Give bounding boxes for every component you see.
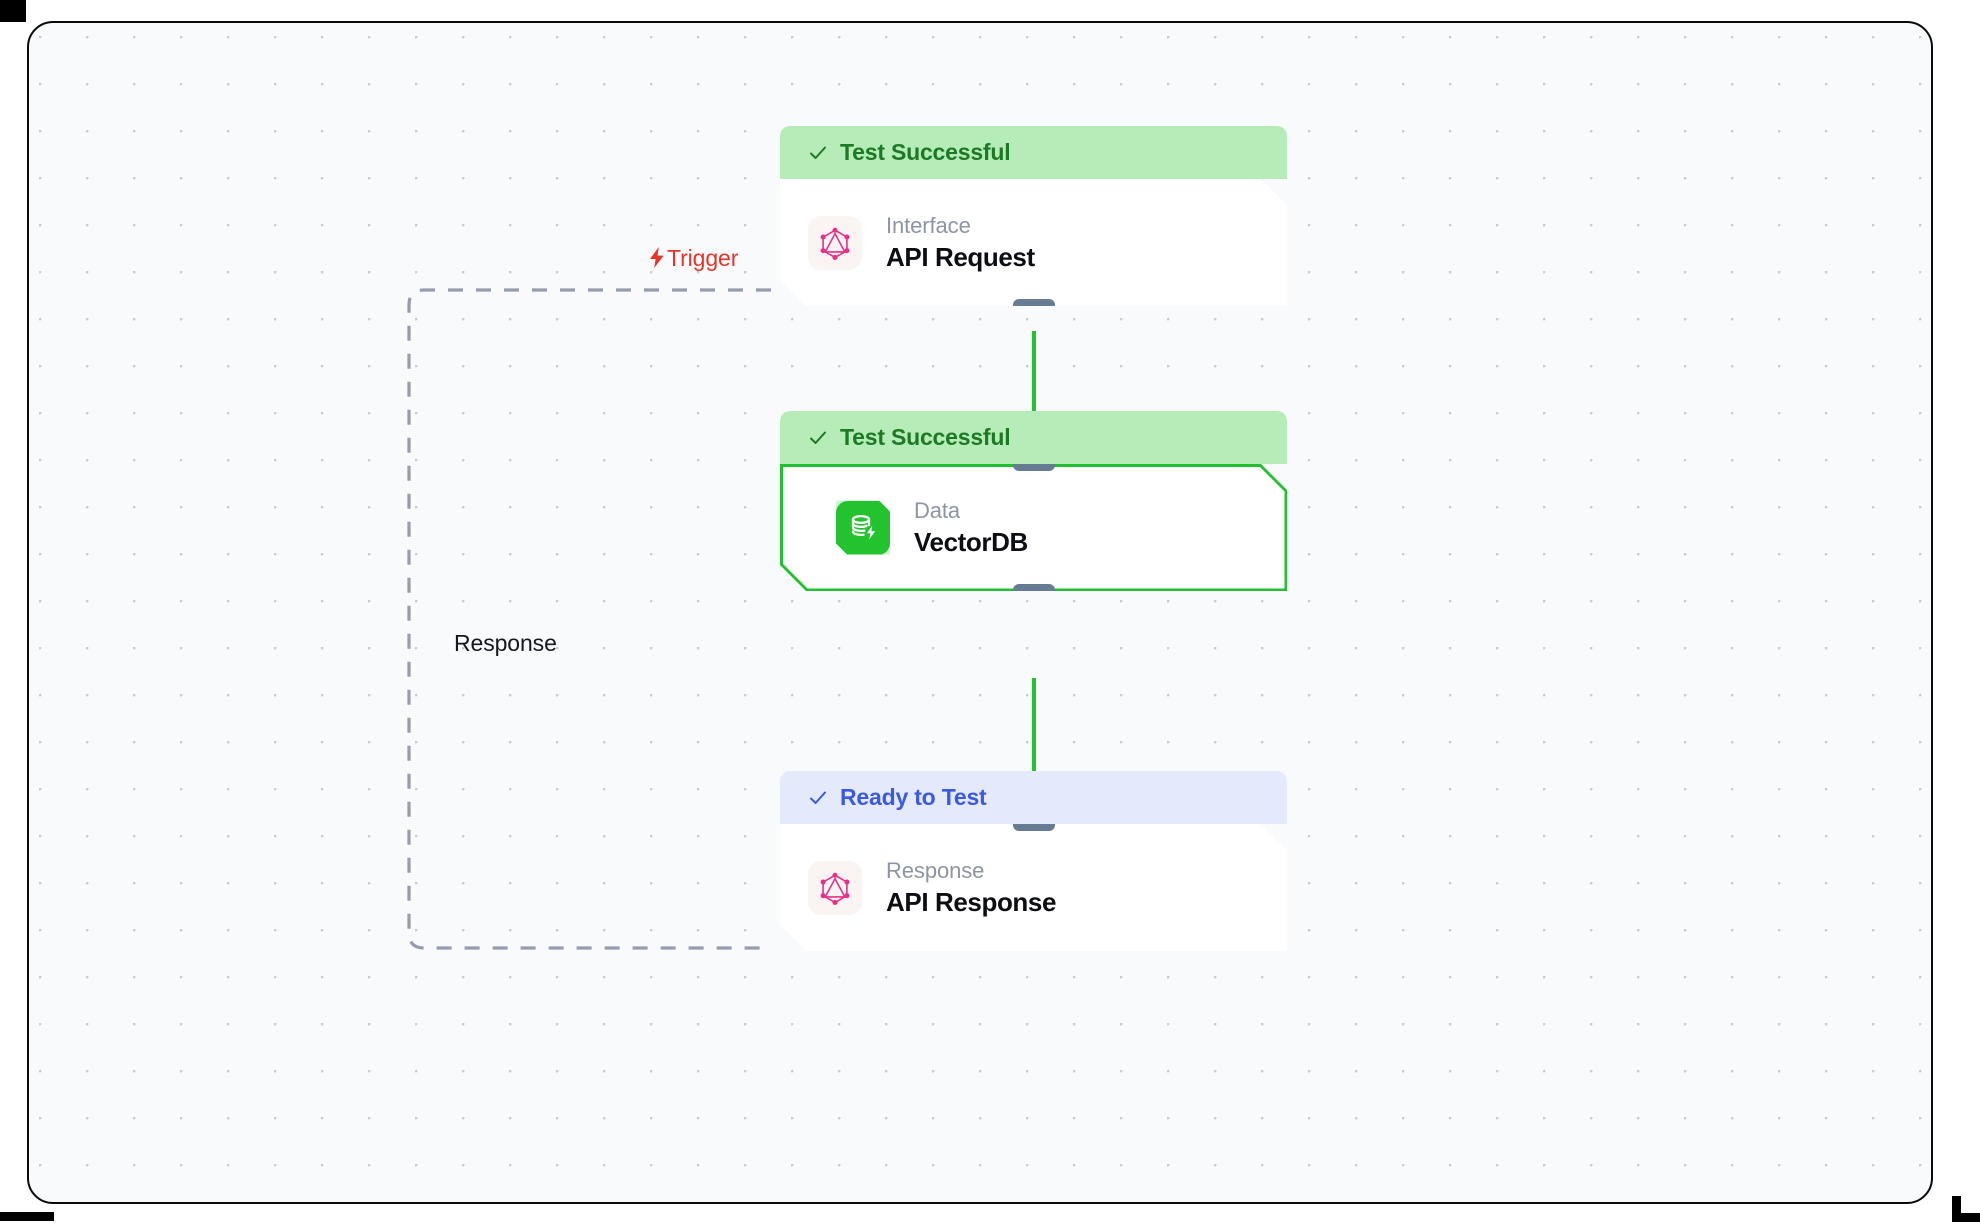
database-bolt-icon bbox=[836, 501, 890, 555]
workflow-canvas[interactable]: Trigger Response Test Successful bbox=[27, 21, 1933, 1204]
node-api-request[interactable]: Test Successful bbox=[780, 126, 1287, 306]
graphql-icon bbox=[808, 861, 862, 915]
node-body-api-request[interactable]: Interface API Request bbox=[780, 179, 1287, 306]
crop-mark-top-left bbox=[0, 0, 26, 22]
node-text-api-request: Interface API Request bbox=[886, 212, 1035, 274]
check-icon bbox=[808, 428, 828, 448]
node-vectordb[interactable]: Test Successful bbox=[780, 411, 1287, 591]
edge-label-trigger: Trigger bbox=[649, 245, 738, 272]
node-text-vectordb: Data VectorDB bbox=[914, 497, 1028, 559]
node-title: VectorDB bbox=[914, 527, 1028, 557]
node-body-api-response[interactable]: Response API Response bbox=[780, 824, 1287, 951]
edge-label-response: Response bbox=[454, 630, 557, 657]
node-api-response[interactable]: Ready to Test bbox=[780, 771, 1287, 951]
node-kind: Interface bbox=[886, 212, 971, 238]
handle-bottom-vectordb[interactable] bbox=[1013, 584, 1055, 597]
edge-label-response-text: Response bbox=[454, 630, 557, 656]
node-status-label: Test Successful bbox=[840, 424, 1011, 450]
handle-bottom-api-request[interactable] bbox=[1013, 299, 1055, 312]
check-icon bbox=[808, 143, 828, 163]
edge-label-trigger-text: Trigger bbox=[667, 245, 739, 271]
node-body-vectordb[interactable]: Data VectorDB bbox=[780, 464, 1287, 591]
node-text-api-response: Response API Response bbox=[886, 857, 1056, 919]
lightning-bolt-icon bbox=[649, 247, 665, 268]
crop-mark-bottom-left bbox=[0, 1212, 54, 1221]
node-status-vectordb: Test Successful bbox=[780, 411, 1287, 464]
crop-mark-bottom-right-vert bbox=[1952, 1196, 1961, 1222]
node-status-label: Test Successful bbox=[840, 139, 1011, 165]
node-status-api-response: Ready to Test bbox=[780, 771, 1287, 824]
node-status-api-request: Test Successful bbox=[780, 126, 1287, 179]
graphql-icon bbox=[808, 216, 862, 270]
edge-dashed-trigger-response bbox=[407, 288, 771, 950]
node-status-label: Ready to Test bbox=[840, 784, 987, 810]
node-kind: Data bbox=[914, 497, 961, 523]
node-title: API Response bbox=[886, 887, 1057, 917]
node-title: API Request bbox=[886, 242, 1035, 272]
crop-mark-bottom-right-horz bbox=[1952, 1213, 1980, 1222]
check-icon bbox=[808, 788, 828, 808]
node-kind: Response bbox=[886, 857, 985, 883]
